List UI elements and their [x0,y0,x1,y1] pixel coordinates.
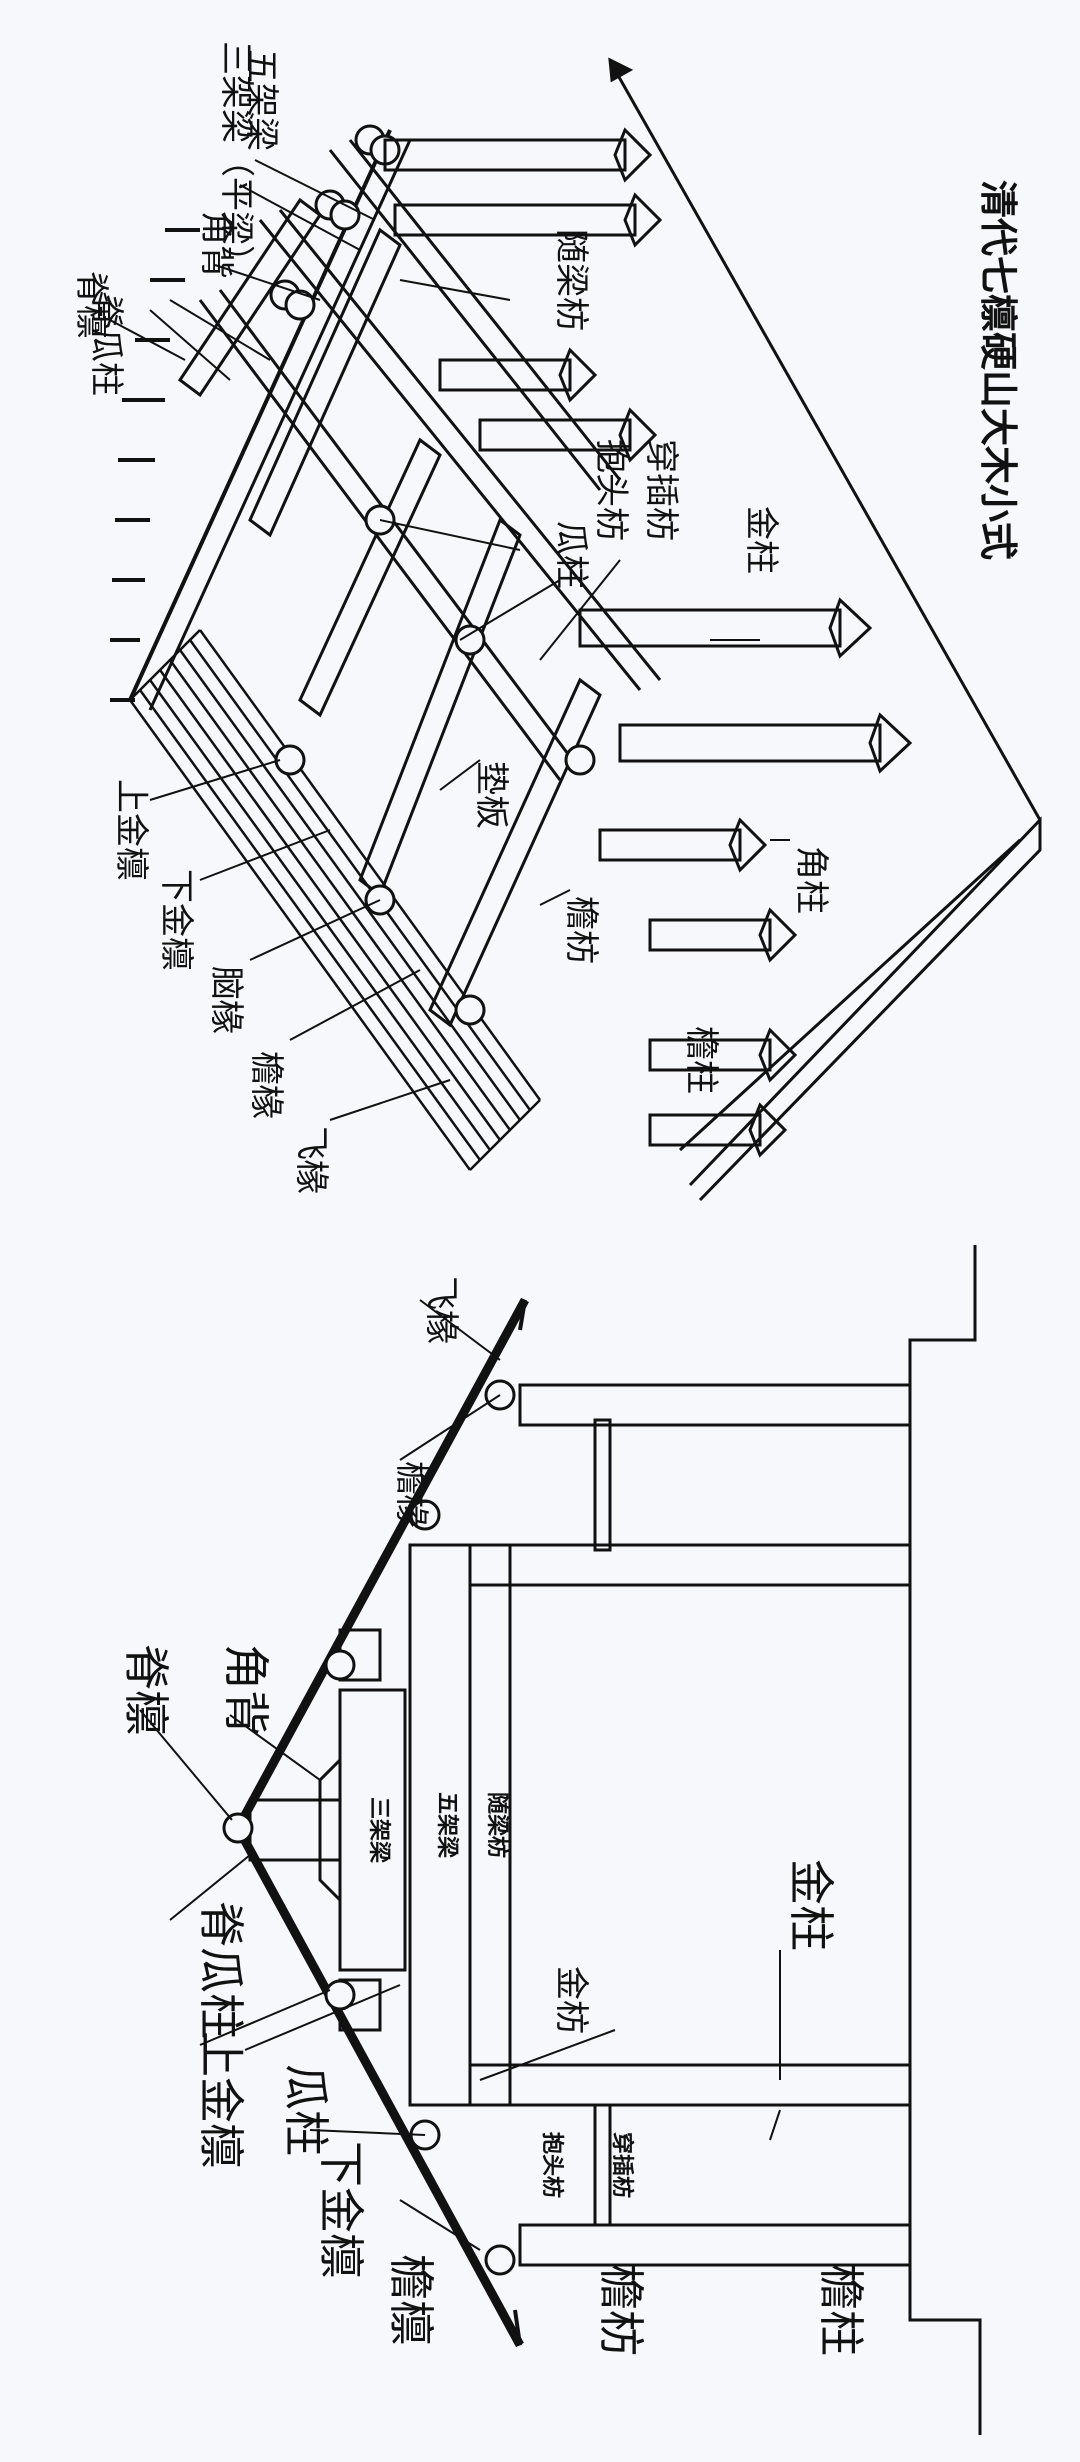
gold-column-1 [578,608,842,648]
iso-label-ji-lin: 脊檩 [71,271,111,339]
tie-beam-left [593,1418,612,1552]
iso-label-sui-liang-fang: 随梁枋 [551,229,591,331]
iso-label-yan-fang: 檐枋 [561,896,601,964]
sui-liang-fang-beam [468,1543,512,2107]
section-drawing [139,1245,982,2435]
eave-column-left [518,1383,912,1427]
iso-label-ji-gua-zhu: 脊瓜柱 [86,294,126,396]
label-jiao-bei: 角背 [219,1644,273,1736]
label-ji-gua-zhu: 脊瓜柱 [194,1901,248,2039]
tie-beam-right [593,2103,612,2227]
column-bases [558,127,913,1158]
eave-right [488,2289,522,2346]
iso-label-xia-jin-lin: 下金檩 [156,869,196,971]
label-jin-zhu: 金柱 [784,1859,838,1951]
column-3 [438,358,572,392]
eave-purlin-right [484,2244,516,2276]
label-yan-chuan: 檐椽 [391,1461,431,1529]
corner-flag [608,57,634,83]
section-label-group: 脊檩 角背 脊瓜柱 上金檩 瓜柱 下金檩 檐檩 檐枋 檐柱 金枋 金柱 檐椽 飞… [119,1276,868,2356]
column-4 [478,418,632,452]
column-5 [598,828,742,862]
lower-gold-purlin-left [409,1499,441,1531]
label-shang-jin-lin: 上金檩 [194,2031,248,2169]
iso-label-gua-zhu: 瓜柱 [551,521,591,589]
ridge-purlin-section [222,1812,254,1844]
jiao-bei [318,1756,342,1904]
rafter-tips [110,228,200,702]
label-yan-fang: 檐枋 [594,2264,648,2356]
isometric-drawing [109,57,1042,1202]
label-fei-chuan: 飞椽 [421,1276,461,1344]
iso-label-group: 脊瓜柱 脊檩 角背 三架梁（平梁） 五架梁 随梁枋 瓜柱 抱头枋 穿插枋 金柱 … [71,41,1021,1194]
platform-outline [908,1245,982,2435]
iso-leaders [109,159,790,1121]
column-8 [648,1113,762,1147]
label-gua-zhu: 瓜柱 [279,2064,333,2156]
label-ji-lin: 脊檩 [119,1644,173,1736]
iso-label-yan-zhu: 檐柱 [681,1026,721,1094]
section-inside-labels: 三架梁 五架梁 随梁枋 抱头枋 穿插枋 [366,1792,635,2198]
ground-plinth [688,816,1042,1202]
iso-label-jin-zhu: 金柱 [741,506,781,574]
upper-gold-purlin-left [324,1649,356,1681]
section-leaders [139,1299,781,2251]
label-yan-lin: 檐檩 [384,2254,438,2346]
column-7 [648,1038,772,1072]
gold-column-2 [618,723,882,763]
figure-caption: 清代七檩硬山大木小式 [976,180,1021,560]
column-1 [383,138,627,172]
label-xia-jin-lin: 下金檩 [314,2141,368,2279]
iso-label-yan-chuan: 檐椽 [246,1051,286,1119]
label-sui-liang-fang: 随梁枋 [484,1792,510,1858]
eave-left [493,1298,527,1352]
iso-label-jiao-zhu: 角柱 [791,846,831,914]
purlins [198,139,662,781]
iso-label-wu-jia-liang: 五架梁 [241,49,281,151]
label-jin-fang: 金枋 [551,1966,591,2034]
beam-5-jia-4 [428,677,602,1028]
label-wu-jia-liang: 五架梁 [434,1792,460,1858]
column-6 [648,918,772,952]
ground-plinth-edge [678,838,1022,1152]
iso-label-nao-chuan: 脑椽 [206,966,246,1034]
rafter-band [128,629,542,1171]
eave-column-right [518,2223,912,2267]
ground-line [613,69,1042,821]
label-san-jia-liang: 三架梁 [366,1797,392,1863]
ridge-purlin-under [148,139,412,711]
iso-label-dian-ban: 垫板 [471,761,511,829]
columns [383,138,882,1147]
iso-label-san-jia-liang: 三架梁（平梁） [216,41,256,279]
column-2 [393,203,637,237]
iso-label-fei-chuan: 飞椽 [291,1126,331,1194]
section-purlins [222,1379,516,2276]
iso-label-jiao-bei: 角背 [196,211,236,279]
label-bao-tou-fang: 抱头枋 [539,2132,565,2198]
beam-5-jia-1 [248,227,402,538]
iso-label-shang-jin-lin: 上金檩 [111,779,151,881]
upper-gold-purlin-right [324,1979,356,2011]
label-yan-zhu: 檐柱 [814,2264,868,2356]
section-beams [248,1543,512,2107]
iso-label-chuan-cha-fang: 穿插枋 [641,439,681,541]
iso-label-bao-tou-fang: 抱头枋 [591,439,631,541]
label-chuan-cha-fang: 穿插枋 [609,2132,635,2198]
